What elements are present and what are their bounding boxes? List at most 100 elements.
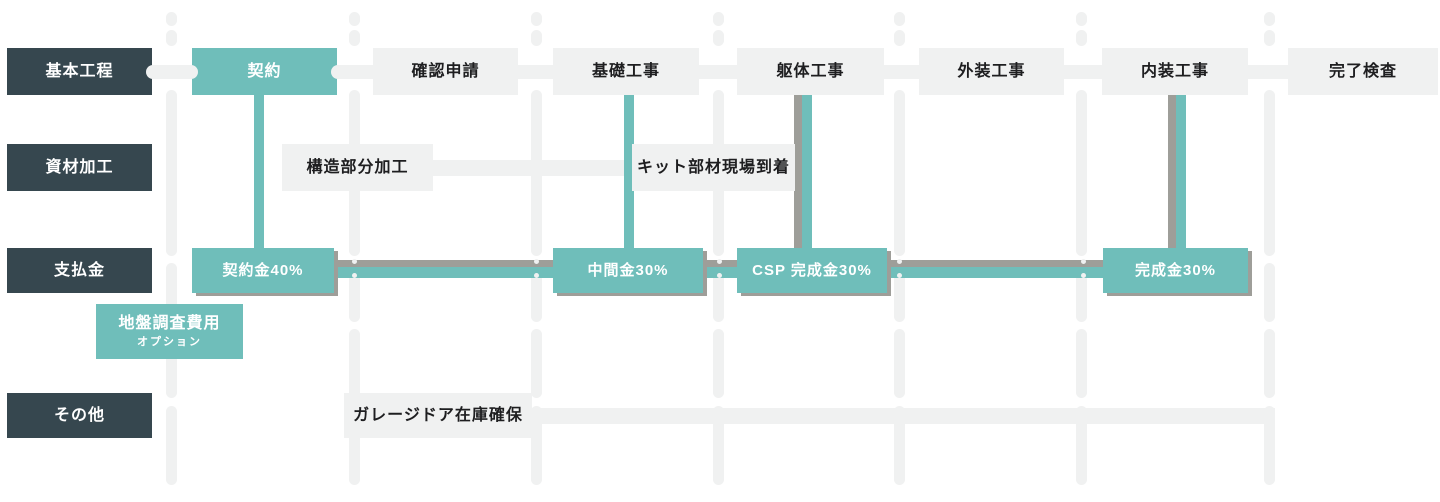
dropline-frame-to-csp — [802, 92, 812, 252]
grid-bar-segment — [349, 406, 360, 485]
grid-bar-segment — [1076, 263, 1087, 322]
dropline-interior-to-final — [1176, 92, 1186, 252]
grid-bar-segment — [166, 406, 177, 485]
grid-bar-segment — [894, 12, 905, 26]
payment-interim-fee: 中間金30% — [553, 248, 703, 293]
step-frame-work: 躯体工事 — [737, 48, 884, 95]
grid-bar-segment — [894, 90, 905, 256]
payment-connector-teal-2 — [699, 267, 741, 278]
grid-bar-segment — [713, 329, 724, 398]
connector-crossing-dot — [1081, 259, 1086, 264]
row-label-other: その他 — [7, 393, 152, 438]
grid-bar-segment — [1076, 406, 1087, 485]
payment-contract-fee: 契約金40% — [192, 248, 334, 293]
dropline-foundation-to-interim — [624, 92, 634, 252]
other-garage-door-stock: ガレージドア在庫確保 — [344, 393, 532, 438]
grid-bar-segment — [1264, 90, 1275, 256]
dropline-frame-gray — [794, 95, 802, 250]
payment-csp-completion-fee-text: CSP 完成金30% — [752, 261, 872, 279]
connector-crossing-dot — [716, 273, 722, 278]
step-foundation-work: 基礎工事 — [553, 48, 699, 95]
connector-crossing-dot — [716, 259, 722, 264]
material-kit-arrival: キット部材現場到着 — [632, 144, 795, 191]
grid-bar-segment — [166, 263, 177, 322]
payment-connector-teal-3 — [883, 267, 1107, 278]
grid-bar-segment — [531, 263, 542, 322]
grid-bar-segment — [531, 30, 542, 46]
payment-completion-fee: 完成金30% — [1103, 248, 1248, 293]
row-label-other-text: その他 — [53, 406, 105, 424]
connector-crossing-dot — [1081, 273, 1086, 278]
dropline-interior-gray — [1168, 95, 1176, 250]
grid-bar-segment — [894, 30, 905, 46]
payment-connector-gray-2 — [699, 260, 741, 268]
grid-bar-segment — [349, 12, 360, 26]
grid-bar-segment — [349, 30, 360, 46]
connector-crossing-dot — [534, 273, 539, 278]
row-label-payment: 支払金 — [7, 248, 152, 293]
material-kit-arrival-text: キット部材現場到着 — [636, 158, 790, 176]
payment-connector-gray-1 — [330, 260, 557, 268]
row-label-material: 資材加工 — [7, 144, 152, 191]
step-permit-application: 確認申請 — [373, 48, 518, 95]
grid-bar-segment — [1264, 30, 1275, 46]
grid-bar-segment — [531, 12, 542, 26]
connector-crossing-dot — [897, 259, 902, 264]
grid-bar-segment — [713, 30, 724, 46]
step-interior-work: 内装工事 — [1102, 48, 1248, 95]
grid-bar-segment — [531, 329, 542, 398]
grid-bar-segment — [1264, 263, 1275, 322]
grid-bar-segment — [1076, 90, 1087, 256]
step-foundation-work-text: 基礎工事 — [591, 62, 660, 80]
grid-bar-segment — [166, 12, 177, 26]
grid-bar-segment — [713, 406, 724, 485]
step-final-inspection-text: 完了検査 — [1328, 62, 1397, 80]
grid-bar-segment — [894, 406, 905, 485]
grid-bar-segment — [349, 263, 360, 322]
step-exterior-work-text: 外装工事 — [957, 62, 1026, 80]
garage-stock-line — [525, 408, 1275, 424]
grid-bar-segment — [1076, 12, 1087, 26]
step-exterior-work: 外装工事 — [919, 48, 1064, 95]
material-structural-processing-text: 構造部分加工 — [306, 158, 409, 176]
grid-bar-segment — [1264, 12, 1275, 26]
grid-bar-segment — [166, 329, 177, 398]
material-structural-processing: 構造部分加工 — [282, 144, 433, 191]
grid-bar-segment — [1264, 329, 1275, 398]
connector-crossing-dot — [352, 273, 357, 278]
payment-interim-fee-text: 中間金30% — [587, 261, 669, 279]
connector-crossing-dot — [534, 259, 539, 264]
step-contract-text: 契約 — [247, 62, 282, 80]
connector-permit-foundation — [512, 65, 559, 79]
payment-completion-fee-text: 完成金30% — [1134, 261, 1217, 279]
payment-connector-gray-3 — [883, 260, 1107, 268]
grid-bar-segment — [166, 30, 177, 46]
row-label-process-text: 基本工程 — [45, 62, 114, 80]
payment-contract-fee-text: 契約金40% — [222, 261, 304, 279]
grid-bar-segment — [1076, 329, 1087, 398]
connector-foundation-frame — [693, 65, 743, 79]
connector-crossing-dot — [897, 273, 902, 278]
connector-crossing-dot — [352, 259, 357, 264]
step-contract: 契約 — [192, 48, 337, 95]
grid-bar-segment — [1264, 406, 1275, 485]
material-connector-line — [429, 160, 636, 176]
step-final-inspection: 完了検査 — [1288, 48, 1438, 95]
grid-bar-segment — [894, 329, 905, 398]
step-permit-application-text: 確認申請 — [411, 62, 480, 80]
grid-bar-segment — [531, 406, 542, 485]
dropline-contract-to-payment — [254, 92, 264, 252]
step-interior-work-text: 内装工事 — [1140, 62, 1209, 80]
connector-interior-inspection — [1242, 65, 1294, 79]
row-label-payment-text: 支払金 — [53, 261, 105, 279]
payment-csp-completion-fee: CSP 完成金30% — [737, 248, 887, 293]
grid-bar-segment — [713, 12, 724, 26]
row-label-process: 基本工程 — [7, 48, 152, 95]
grid-bar-segment — [349, 329, 360, 398]
row-label-material-text: 資材加工 — [45, 158, 114, 176]
connector-label-contract — [146, 65, 198, 79]
grid-bar-segment — [166, 90, 177, 256]
grid-bar-segment — [894, 263, 905, 322]
payment-option-ground-survey: 地盤調査費用 オプション — [96, 304, 243, 359]
